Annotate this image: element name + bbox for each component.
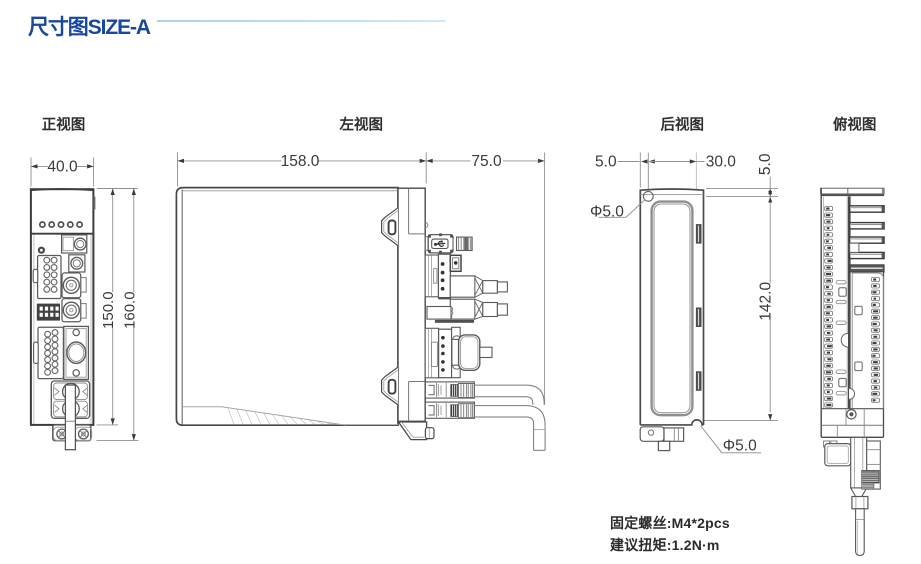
svg-text:160.0: 160.0 (122, 291, 139, 329)
svg-text:俯视图: 俯视图 (833, 116, 877, 134)
svg-text:后视图: 后视图 (661, 116, 705, 134)
svg-text:142.0: 142.0 (757, 282, 774, 321)
svg-text:左视图: 左视图 (339, 116, 384, 134)
svg-text:5.0: 5.0 (595, 153, 617, 170)
svg-text:5.0: 5.0 (757, 153, 774, 175)
svg-text:150.0: 150.0 (100, 291, 117, 329)
svg-text:158.0: 158.0 (281, 153, 320, 170)
svg-text:30.0: 30.0 (706, 153, 737, 170)
svg-text:75.0: 75.0 (471, 153, 502, 170)
svg-text:正视图: 正视图 (42, 116, 86, 134)
svg-text:40.0: 40.0 (47, 159, 78, 176)
svg-text:Φ5.0: Φ5.0 (590, 204, 624, 221)
svg-text:Φ5.0: Φ5.0 (723, 438, 757, 455)
